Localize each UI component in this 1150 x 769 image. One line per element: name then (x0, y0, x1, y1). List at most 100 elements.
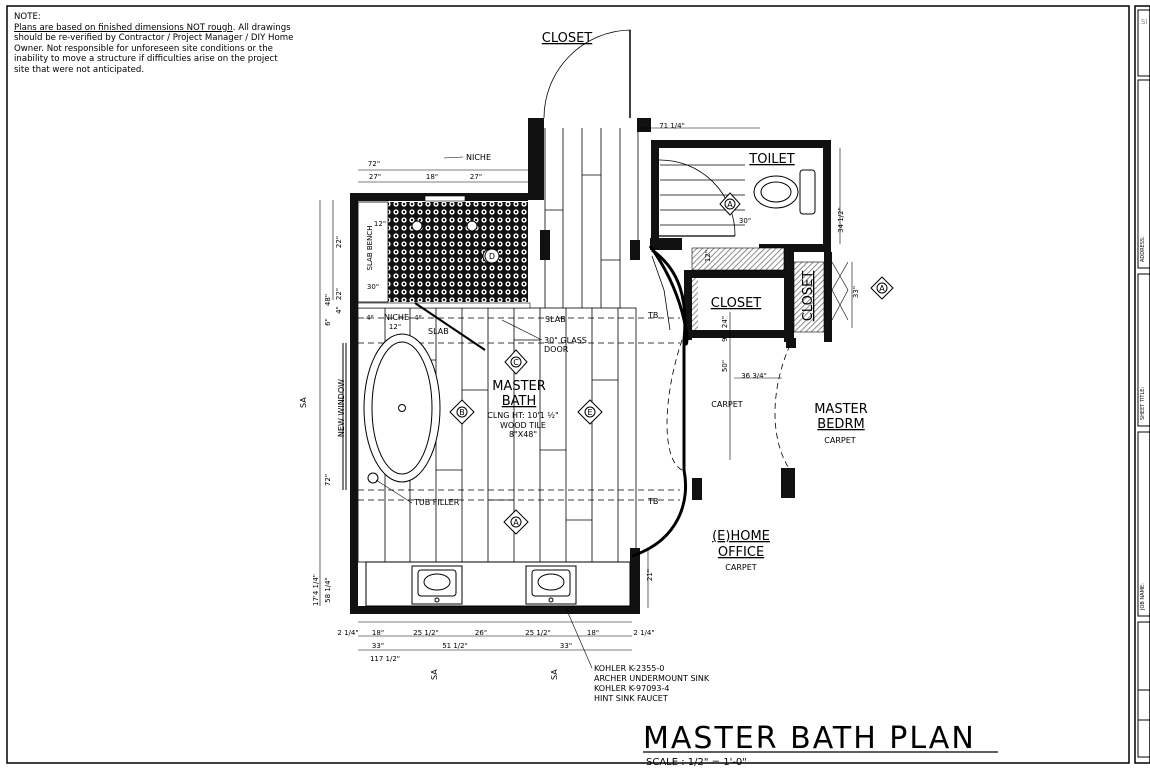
svg-text:9": 9" (721, 334, 729, 342)
label-carpet-2: CARPET (824, 436, 855, 445)
svg-text:12": 12" (374, 220, 386, 228)
svg-text:34 1/2": 34 1/2" (837, 207, 845, 233)
marker-b: B (449, 399, 475, 425)
svg-text:72": 72" (368, 160, 380, 168)
svg-text:12": 12" (704, 250, 712, 262)
niche (424, 195, 466, 202)
marker-a-closet: A (870, 276, 894, 300)
label-home-office-1: (E)HOME (712, 529, 770, 544)
svg-text:33": 33" (560, 642, 572, 650)
label-wood-tile: WOOD TILE (500, 421, 546, 430)
drawing-scale: SCALE : 1/2" = 1'-0" (646, 757, 747, 768)
svg-text:C: C (513, 358, 519, 367)
svg-text:A: A (727, 200, 733, 209)
slab-bench (357, 201, 389, 303)
svg-text:17'4 1/4": 17'4 1/4" (312, 574, 320, 606)
note-heading: NOTE: (14, 12, 41, 22)
svg-text:33": 33" (852, 286, 860, 298)
label-niche-low: NICHE (384, 313, 409, 322)
closet-hatch (692, 278, 698, 330)
label-carpet-3: CARPET (725, 563, 756, 572)
marker-d: D (484, 248, 500, 264)
label-niche-top: NICHE (466, 153, 491, 162)
label-closet-vert: CLOSET (801, 271, 816, 322)
label-sa-3: SA (550, 669, 559, 680)
label-glass-door-2: DOOR (544, 345, 569, 354)
closet-door-swing (543, 29, 631, 119)
label-closet-mid: CLOSET (711, 296, 762, 311)
svg-text:A: A (879, 284, 885, 293)
svg-text:51 1/2": 51 1/2" (442, 642, 468, 650)
label-slab-1: SLAB (545, 315, 566, 324)
svg-text:33": 33" (372, 642, 384, 650)
note-body: . All drawings should be re-verified by … (14, 22, 294, 75)
svg-text:B: B (459, 408, 465, 417)
svg-text:48": 48" (324, 294, 332, 306)
marker-e: E (577, 399, 603, 425)
svg-text:12": 12" (389, 323, 401, 331)
dimension-lines (319, 127, 853, 651)
sheet-border (6, 5, 1130, 764)
label-sink-4: HINT SINK FAUCET (594, 694, 668, 703)
svg-text:18": 18" (587, 629, 599, 637)
label-new-window: NEW WINDOW (337, 379, 346, 437)
label-master-bedrm-2: BEDRM (817, 417, 864, 432)
titleblock-sheet-title: SHEET TITLE: (1140, 387, 1146, 420)
svg-text:21": 21" (646, 569, 654, 581)
svg-text:26": 26" (475, 629, 487, 637)
note-underlined: Plans are based on finished dimensions N… (14, 22, 233, 33)
shower-floor (388, 202, 528, 302)
label-home-office-2: OFFICE (718, 545, 764, 560)
titleblock-address: ADDRESS: (1140, 236, 1146, 262)
label-tile-size: 8"X48" (509, 430, 537, 439)
svg-text:50": 50" (721, 360, 729, 372)
titleblock-job-name: JOB NAME: (1140, 583, 1146, 611)
svg-text:117 1/2": 117 1/2" (370, 655, 400, 663)
label-sa-1: SA (299, 397, 308, 408)
svg-text:24": 24" (721, 316, 729, 328)
svg-text:22": 22" (335, 288, 343, 300)
svg-text:36 3/4": 36 3/4" (741, 372, 767, 380)
label-tub-filler: TUB FILLER (413, 498, 460, 507)
label-sink-3: KOHLER K-97093-4 (594, 684, 669, 693)
svg-text:58 1/4": 58 1/4" (324, 577, 332, 603)
bathtub (363, 333, 441, 484)
svg-text:18": 18" (426, 173, 438, 181)
drawing-title: MASTER BATH PLAN (643, 721, 976, 756)
toilet-fixture (753, 169, 816, 215)
svg-text:18": 18" (372, 629, 384, 637)
svg-text:6": 6" (324, 318, 332, 326)
svg-text:25 1/2": 25 1/2" (525, 629, 551, 637)
svg-text:22": 22" (335, 236, 343, 248)
label-slab-2: SLAB (428, 327, 449, 336)
label-master-bath-2: BATH (502, 394, 537, 409)
label-toilet: TOILET (748, 152, 794, 167)
svg-text:25 1/2": 25 1/2" (413, 629, 439, 637)
svg-text:D: D (489, 252, 495, 261)
svg-text:2 1/4": 2 1/4" (633, 629, 654, 637)
label-sa-2: SA (430, 669, 439, 680)
svg-text:72": 72" (324, 474, 332, 486)
marker-a-bath: A (503, 509, 529, 535)
label-slab-bench: SLAB BENCH (366, 226, 374, 271)
disclaimer-note: NOTE: Plans are based on finished dimens… (14, 12, 294, 76)
svg-text:E: E (587, 408, 592, 417)
vanity (365, 561, 631, 607)
svg-text:30": 30" (367, 283, 379, 291)
label-closet-top: CLOSET (542, 31, 593, 46)
label-clng: CLNG HT: 10'1 ½" (487, 411, 558, 420)
label-master-bath-1: MASTER (492, 379, 546, 394)
marker-a-toilet: A (719, 192, 741, 216)
elevation-markers: A A D C B E A (449, 192, 894, 535)
svg-text:30": 30" (739, 217, 751, 225)
svg-text:A: A (513, 518, 519, 527)
svg-text:27": 27" (470, 173, 482, 181)
closet-top-hatch (691, 247, 785, 271)
label-carpet-1: CARPET (711, 400, 742, 409)
label-glass-door-1: 30" GLASS (544, 336, 587, 345)
bay-wall (631, 248, 688, 558)
svg-text:4": 4" (414, 314, 422, 322)
marker-c: C (504, 349, 528, 375)
titleblock-si: SI (1141, 18, 1148, 26)
svg-text:27": 27" (369, 173, 381, 181)
